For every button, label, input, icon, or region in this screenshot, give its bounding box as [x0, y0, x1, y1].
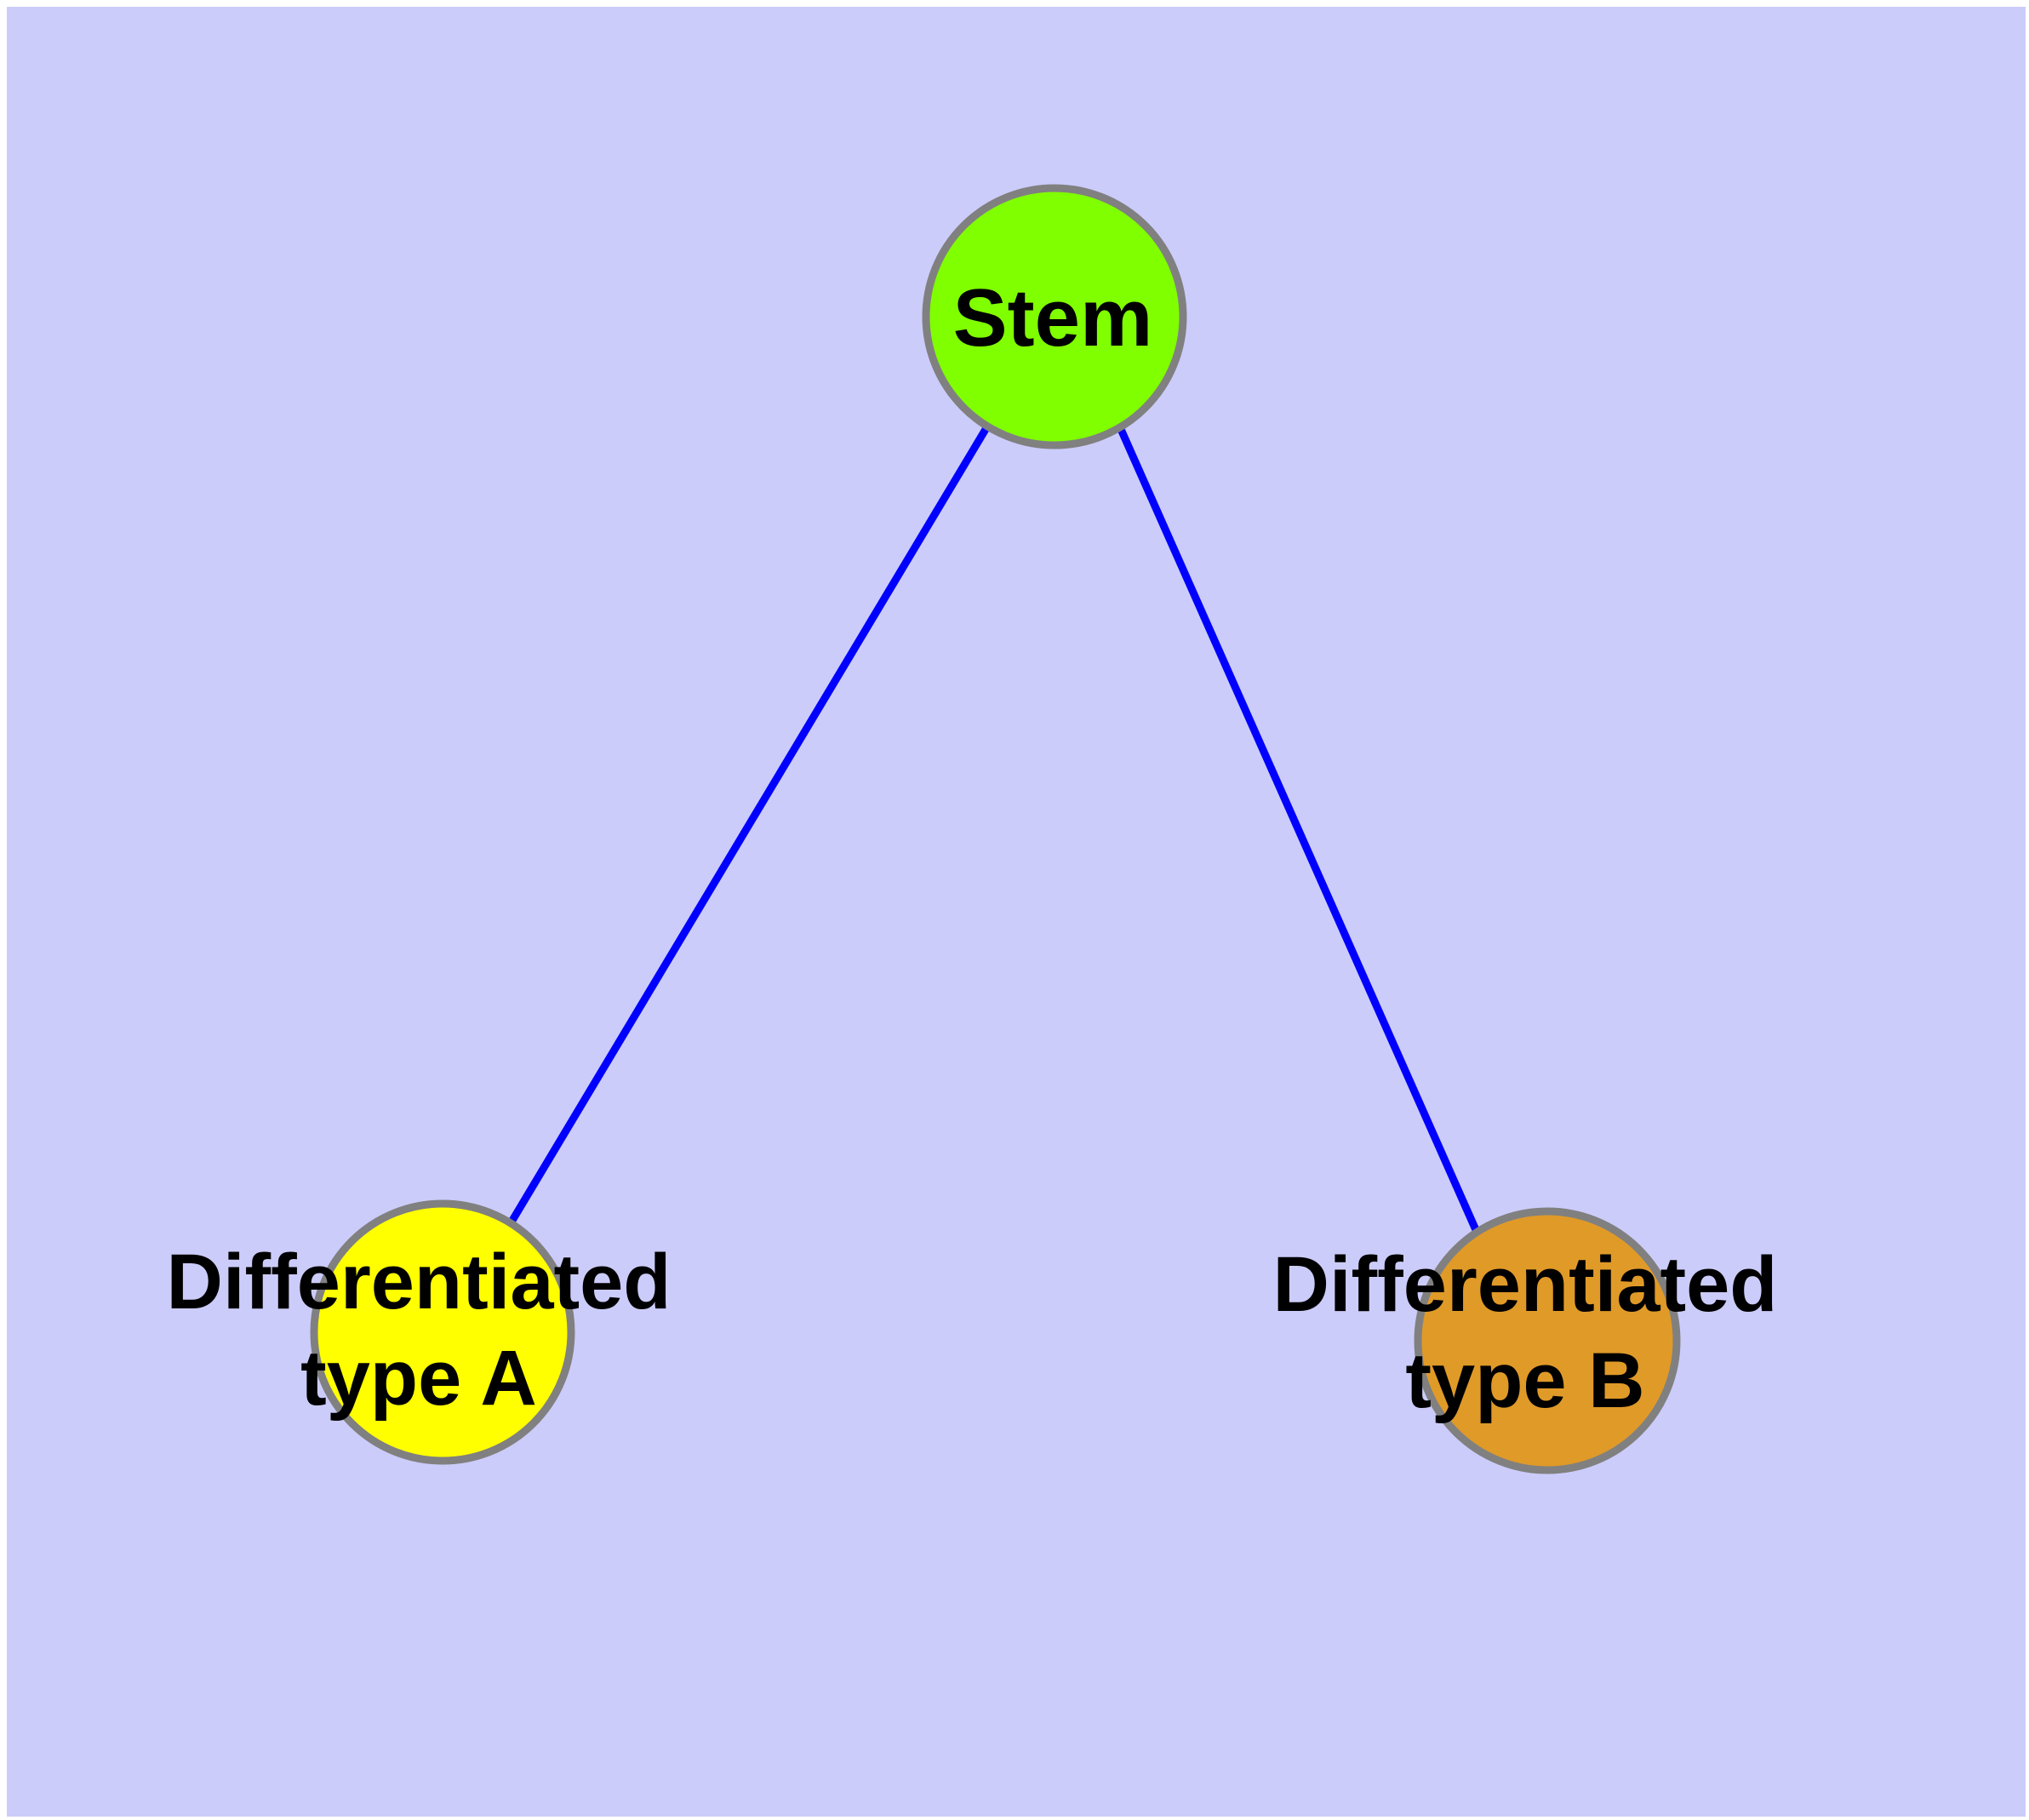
- node-differentiated-type-a[interactable]: Differentiated type A: [167, 1199, 672, 1465]
- node-differentiated-type-a-label-line1: Differentiated: [167, 1239, 672, 1325]
- node-differentiated-type-b-label-line2: type B: [1405, 1337, 1644, 1424]
- node-stem[interactable]: Stem: [922, 184, 1187, 449]
- edge-layer: [507, 424, 1481, 1233]
- node-stem-circle[interactable]: [922, 184, 1187, 449]
- edge-stem-to-differentiated-b[interactable]: [1116, 426, 1481, 1233]
- node-differentiated-type-a-label-line2: type A: [300, 1335, 537, 1422]
- node-differentiated-type-b[interactable]: Differentiated type B: [1273, 1207, 1778, 1474]
- node-layer: Stem Differentiated type A Differentiate…: [167, 184, 1778, 1474]
- node-differentiated-type-b-label-line1: Differentiated: [1273, 1241, 1778, 1328]
- node-stem-label: Stem: [953, 272, 1153, 363]
- edge-stem-to-differentiated-a[interactable]: [507, 424, 991, 1226]
- node-differentiated-type-a-circle[interactable]: [310, 1199, 575, 1465]
- node-differentiated-type-b-circle[interactable]: [1414, 1207, 1681, 1474]
